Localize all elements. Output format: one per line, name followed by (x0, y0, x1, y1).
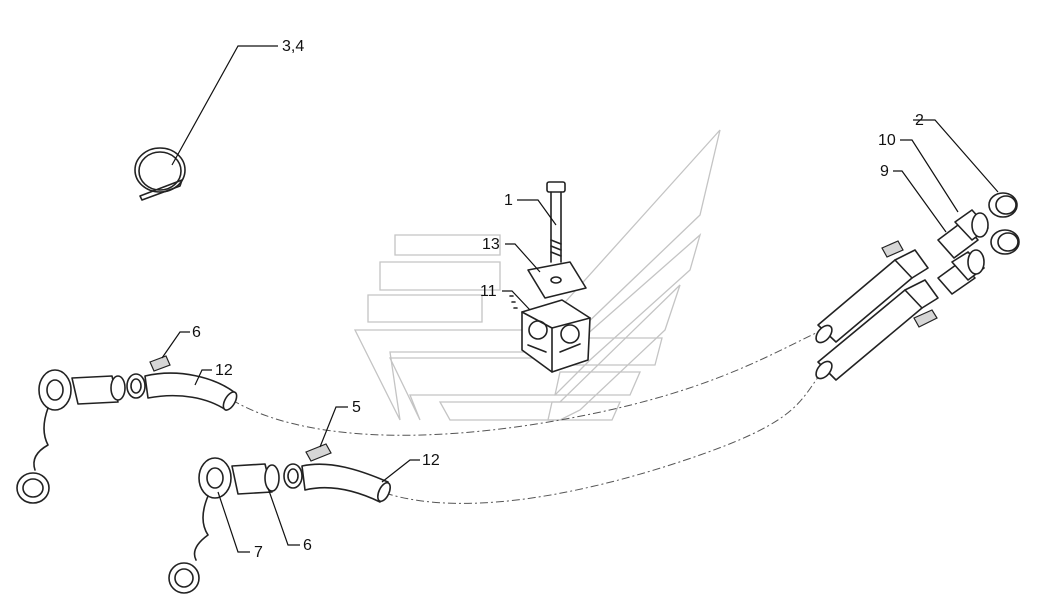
callout-label-1: 1 (504, 192, 513, 209)
hose-clamp (134, 147, 186, 201)
quick-coupler-lower (168, 457, 232, 594)
nut-lower (990, 229, 1020, 255)
marker-tag-right-lower (913, 309, 938, 328)
callout-label-3-4: 3,4 (282, 38, 304, 55)
hose-routing-lines (231, 331, 823, 504)
hose-lower-left (301, 463, 391, 503)
hose-lower-right (815, 279, 939, 381)
callout-label-6-upper: 6 (192, 324, 201, 341)
callout-label-12-upper: 12 (215, 362, 233, 379)
hose-upper-left (144, 372, 238, 411)
adapter-lower (937, 249, 985, 295)
clamp-block (509, 295, 591, 373)
coupler-body-upper (71, 373, 146, 405)
callout-label-13: 13 (482, 236, 500, 253)
marker-tag-right-upper (881, 240, 904, 258)
quick-coupler-upper (16, 369, 72, 504)
cover-plate (527, 261, 587, 299)
adapter-upper (937, 209, 989, 259)
callout-label-6-lower: 6 (303, 537, 312, 554)
nut-upper (988, 192, 1018, 218)
marker-tag-center (305, 443, 332, 462)
hose-upper-right (815, 249, 929, 344)
coupler-body-lower (231, 463, 303, 495)
callout-label-7: 7 (254, 544, 263, 561)
callout-label-11: 11 (480, 283, 497, 300)
callout-label-5: 5 (352, 399, 361, 416)
leader-lines (161, 45, 999, 553)
callout-label-9: 9 (880, 163, 889, 180)
marker-tag-left-upper (149, 355, 171, 372)
callout-label-2: 2 (915, 112, 924, 129)
bolt (546, 181, 566, 263)
callout-label-12-lower: 12 (422, 452, 440, 469)
callout-label-10: 10 (878, 132, 896, 149)
